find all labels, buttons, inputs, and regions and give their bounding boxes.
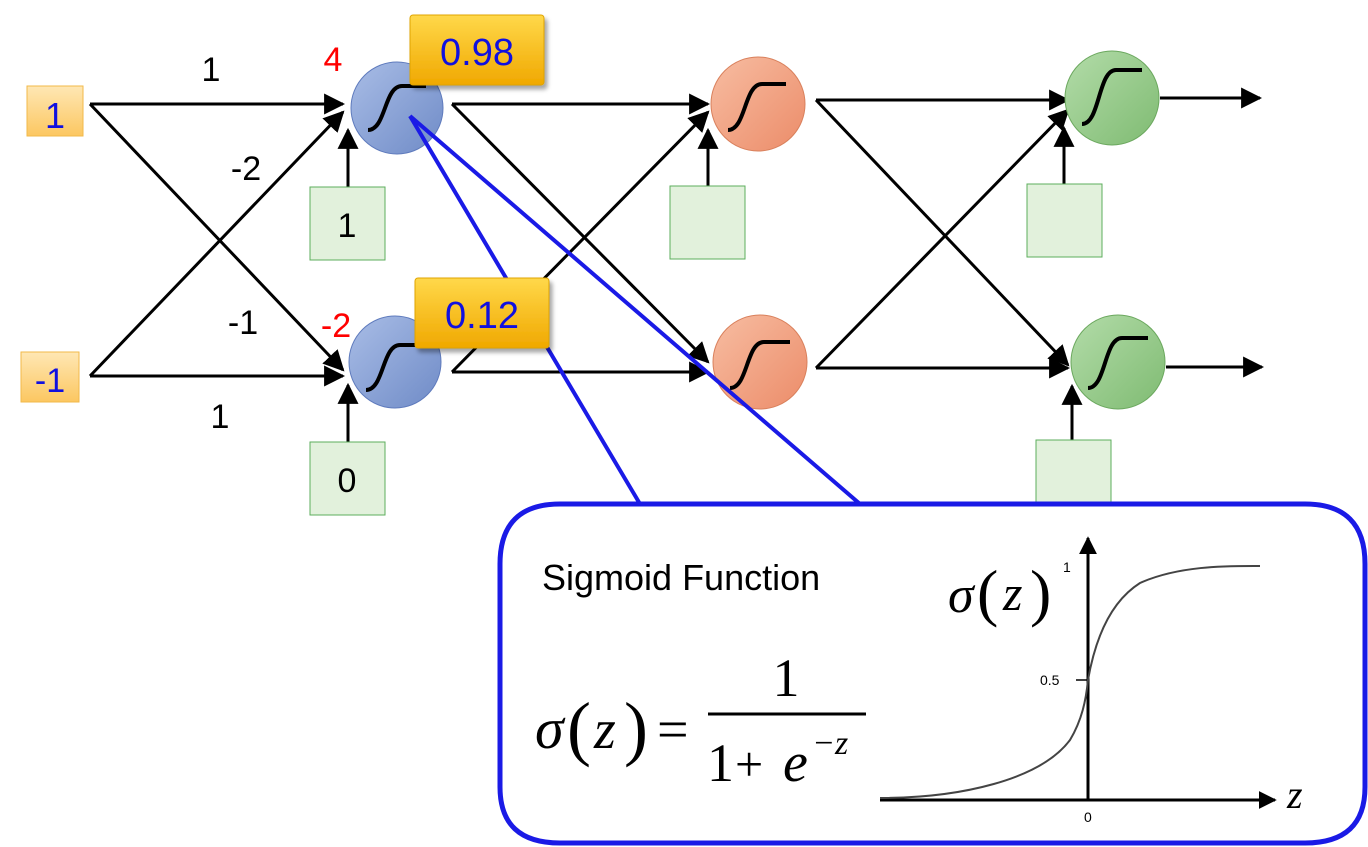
edge-h2-o1 [814, 108, 1070, 370]
input-boxes: 1 -1 [20, 85, 84, 403]
input-value-1: 1 [45, 95, 65, 136]
activation-value-n1: 0.98 [440, 32, 514, 74]
sigmoid-icon [1087, 336, 1148, 390]
input-value-2: -1 [35, 362, 65, 400]
activation-box-n2 [414, 277, 550, 349]
formula-z: z [593, 699, 616, 761]
bias-box-l3-1 [1026, 183, 1103, 258]
edge-in2-n1 [88, 110, 345, 378]
plot-lparen: ( [977, 557, 998, 628]
weighted-sum-labels: 4 -2 [321, 41, 351, 345]
weighted-sum-n1: 4 [324, 41, 343, 79]
bias-box-l1-1 [309, 186, 386, 261]
edge-in1-n2 [88, 102, 345, 372]
sigmoid-icon [1081, 68, 1142, 126]
formula-rparen: ) [624, 688, 648, 768]
formula-lparen: ( [567, 688, 591, 768]
bias-box-l3-2 [1035, 439, 1112, 514]
formula-den-exp: −z [812, 725, 848, 762]
layer3-neurons [1064, 50, 1166, 410]
formula-sigma: σ [535, 696, 566, 761]
weight-w11: 1 [202, 51, 221, 89]
neuron-l2-1 [710, 56, 806, 152]
formula-den-e: e [783, 732, 808, 794]
neuron-l2-2 [712, 314, 808, 410]
neuron-l3-2 [1070, 314, 1166, 410]
activation-box-n1 [409, 14, 545, 86]
edge-n1-h2 [450, 102, 710, 364]
sigmoid-icon [367, 84, 426, 132]
sigmoid-icon [729, 340, 790, 390]
bias-box-l1-2 [309, 441, 386, 516]
neuron-l3-1 [1064, 50, 1160, 146]
bias-box-l2-1 [669, 185, 746, 260]
sigmoid-formula: σ ( z ) = 1 1 + e −z [535, 648, 866, 794]
activation-boxes: 0.98 0.12 [409, 14, 550, 349]
bias-boxes: 1 0 [309, 183, 1112, 516]
bias-value-l1-1: 1 [338, 207, 357, 245]
plot-tick-1: 1 [1063, 559, 1071, 575]
weight-w21: -2 [231, 150, 261, 188]
edge-h1-o2 [814, 98, 1070, 367]
plot-xlabel: z [1286, 772, 1303, 817]
plot-rparen: ) [1030, 557, 1051, 628]
formula-den-plus: + [735, 736, 763, 792]
hidden-connections-2 [814, 87, 1265, 440]
sigmoid-icon [727, 82, 786, 132]
plot-sigma: σ [948, 567, 976, 624]
plot-sigmoid-curve [879, 564, 1261, 799]
callout-title: Sigmoid Function [542, 557, 820, 598]
weight-w22: 1 [211, 398, 230, 436]
formula-equals: = [657, 699, 689, 761]
input-connections [88, 93, 359, 442]
bias-value-l1-2: 0 [338, 462, 357, 500]
input-box-2 [20, 351, 80, 403]
weight-w12: -1 [228, 304, 258, 342]
formula-numerator: 1 [773, 648, 800, 708]
callout-box [497, 501, 1368, 846]
plot-tick-zero: 0 [1084, 809, 1092, 825]
weight-labels: 1 -2 -1 1 [202, 51, 262, 436]
sigmoid-callout: Sigmoid Function σ ( z ) = 1 1 + e −z 1 … [497, 501, 1368, 846]
activation-value-n2: 0.12 [445, 295, 519, 337]
sigmoid-plot: 1 0.5 0 z σ ( z ) [879, 536, 1303, 825]
layer2-neurons [710, 56, 808, 410]
sigmoid-icon [365, 343, 422, 392]
plot-tick-half-label: 0.5 [1040, 672, 1060, 688]
formula-den-one: 1 [707, 733, 734, 793]
plot-z: z [1002, 565, 1022, 621]
input-box-1 [26, 85, 84, 137]
weighted-sum-n2: -2 [321, 307, 351, 345]
